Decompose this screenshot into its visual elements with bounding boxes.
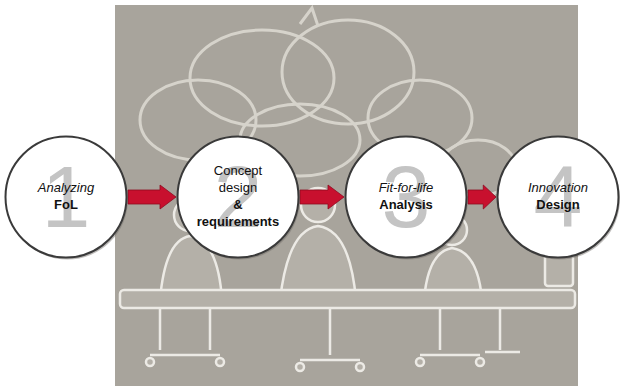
text-stack: InnovationDesign (528, 180, 588, 214)
step-name: Analysis (379, 197, 432, 214)
process-circle: 3Fit-for-lifeAnalysis (344, 135, 468, 259)
text-stack: AnalyzingFoL (38, 180, 94, 214)
step-name: & requirements (197, 197, 279, 231)
flow-arrow (468, 185, 496, 209)
text-stack: Fit-for-lifeAnalysis (379, 180, 434, 214)
process-circle: 4InnovationDesign (496, 135, 620, 259)
step-name: FoL (54, 197, 78, 214)
step-label: Concept design (197, 163, 279, 197)
process-circle: 2Concept design& requirements (176, 135, 300, 259)
text-stack: Concept design& requirements (197, 163, 279, 231)
flow-arrow (300, 185, 344, 209)
process-circle: 1AnalyzingFoL (4, 135, 128, 259)
step-label: Analyzing (38, 180, 94, 197)
step-label: Fit-for-life (379, 180, 434, 197)
step-label: Innovation (528, 180, 588, 197)
step-name: Design (536, 197, 579, 214)
flow-arrow (128, 185, 176, 209)
